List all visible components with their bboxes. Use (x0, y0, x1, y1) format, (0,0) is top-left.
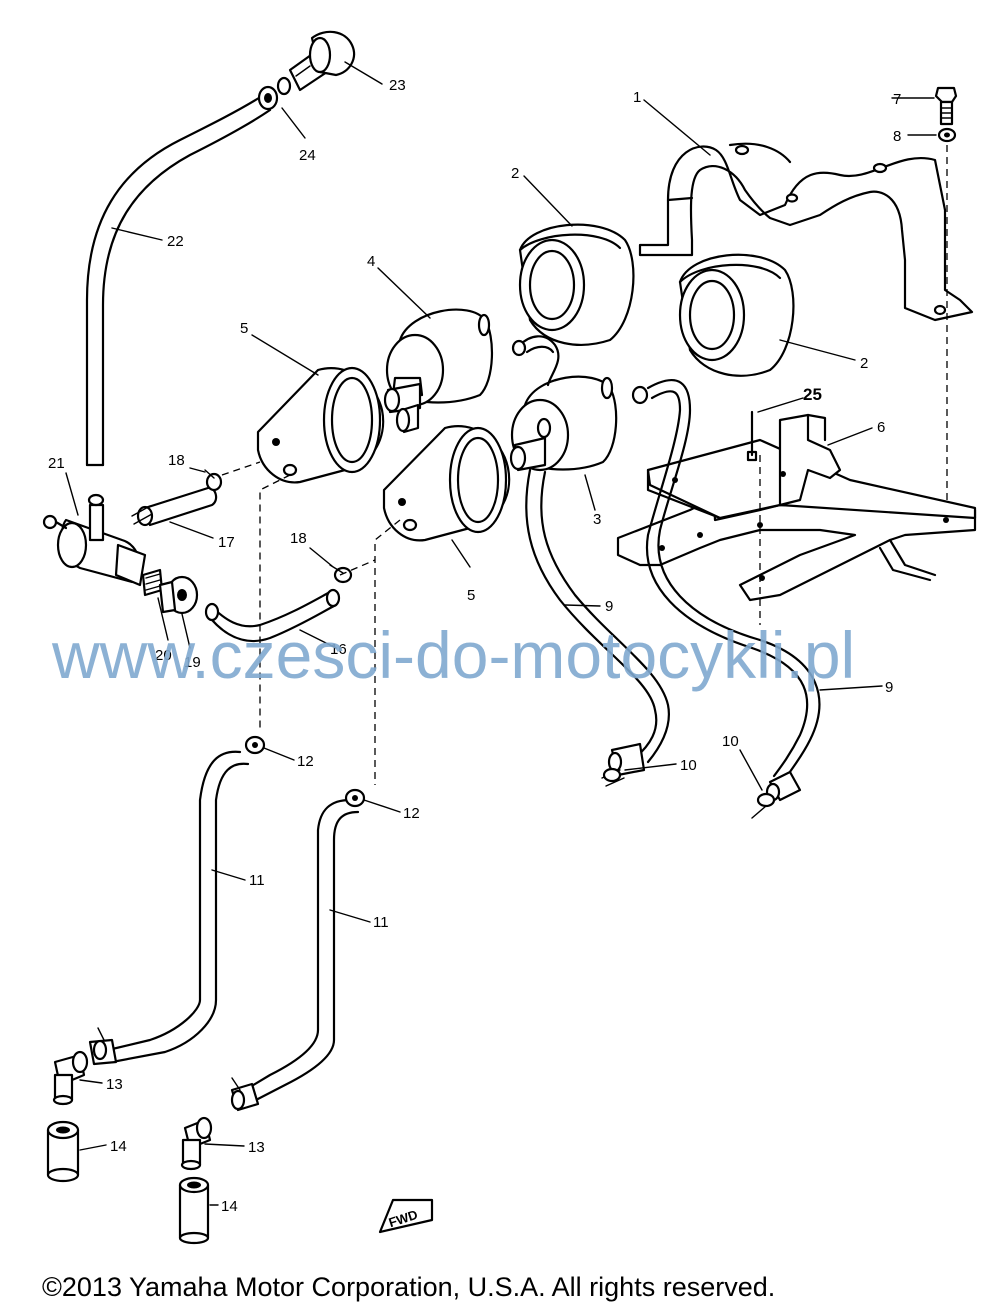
callout-13-right: 13 (248, 1139, 265, 1156)
callout-16: 16 (330, 641, 347, 658)
callout-6: 6 (877, 419, 885, 436)
callout-numbers: 23 24 22 1 2 2 4 5 5 3 6 7 8 25 9 9 10 1… (48, 77, 901, 1215)
callout-12-left: 12 (297, 753, 314, 770)
clamp-part-20 (141, 568, 164, 597)
callout-8: 8 (893, 128, 901, 145)
junction-part-21 (42, 493, 147, 587)
callout-21: 21 (48, 455, 65, 472)
tube-part-17 (131, 486, 218, 527)
leader-lines (65, 61, 937, 1206)
callout-19: 19 (184, 654, 201, 671)
elbow-part-13-right (180, 1116, 213, 1171)
clamp-part-12-left (244, 735, 266, 755)
lead-part-9-right (631, 379, 821, 802)
terminal-part-10-right (751, 792, 776, 819)
callout-7: 7 (893, 91, 901, 108)
callout-20: 20 (155, 647, 172, 664)
callout-22: 22 (167, 233, 184, 250)
watermark-url: www.czesci-do-motocykli.pl (51, 618, 855, 692)
terminal-part-10-left (601, 767, 625, 787)
lead-part-9-left (525, 468, 670, 777)
tube-part-22 (85, 94, 272, 467)
cap-part-5-upper (256, 366, 385, 484)
callout-25: 25 (803, 385, 822, 404)
callout-2-lower: 2 (860, 355, 868, 372)
connector-part-23 (276, 30, 356, 96)
ignition-coil-part-4 (383, 308, 493, 434)
callout-24: 24 (299, 147, 316, 164)
callout-14-left: 14 (110, 1138, 127, 1155)
callout-4: 4 (367, 253, 375, 270)
clamp-part-12-right (344, 788, 366, 808)
mounting-plate-part-6 (616, 413, 977, 602)
fitting-part-19 (158, 575, 199, 615)
callout-13-left: 13 (106, 1076, 123, 1093)
callout-14-right: 14 (221, 1198, 238, 1215)
bracket-part-1 (638, 142, 974, 322)
coil-band-part-2-upper (518, 223, 635, 346)
callout-9-left: 9 (605, 598, 613, 615)
ignition-coil-part-3 (509, 375, 618, 472)
copyright-notice: ©2013 Yamaha Motor Corporation, U.S.A. A… (42, 1272, 775, 1302)
clip-part-18-lower (329, 564, 353, 584)
callout-12-right: 12 (403, 805, 420, 822)
cap-part-5-lower (382, 425, 511, 542)
callout-3: 3 (593, 511, 601, 528)
callout-11-left: 11 (249, 872, 265, 889)
hose-part-11-right (230, 798, 360, 1112)
callout-23: 23 (389, 77, 406, 94)
callout-1: 1 (633, 89, 641, 106)
coil-band-part-2-lower (678, 253, 795, 377)
callout-18-upper: 18 (168, 452, 185, 469)
hose-part-11-left (88, 750, 250, 1066)
fwd-arrow-icon: FWD (378, 1198, 434, 1234)
elbow-part-13-left (52, 1050, 89, 1106)
callout-5-upper: 5 (240, 320, 248, 337)
bolt-part-7 (934, 86, 958, 126)
callout-5-lower: 5 (467, 587, 475, 604)
callout-10-left: 10 (680, 757, 697, 774)
callout-9-right: 9 (885, 679, 893, 696)
clip-part-18-upper (204, 469, 223, 492)
stud-part-25 (746, 410, 761, 625)
callout-18-lower: 18 (290, 530, 307, 547)
nut-part-24 (257, 85, 279, 111)
callout-10-right: 10 (722, 733, 739, 750)
callout-17: 17 (218, 534, 235, 551)
cap-part-14-right (178, 1176, 210, 1245)
washer-part-8 (937, 127, 957, 143)
callout-11-right: 11 (373, 914, 389, 931)
cap-part-14-left (46, 1120, 80, 1183)
callout-2-upper: 2 (511, 165, 519, 182)
